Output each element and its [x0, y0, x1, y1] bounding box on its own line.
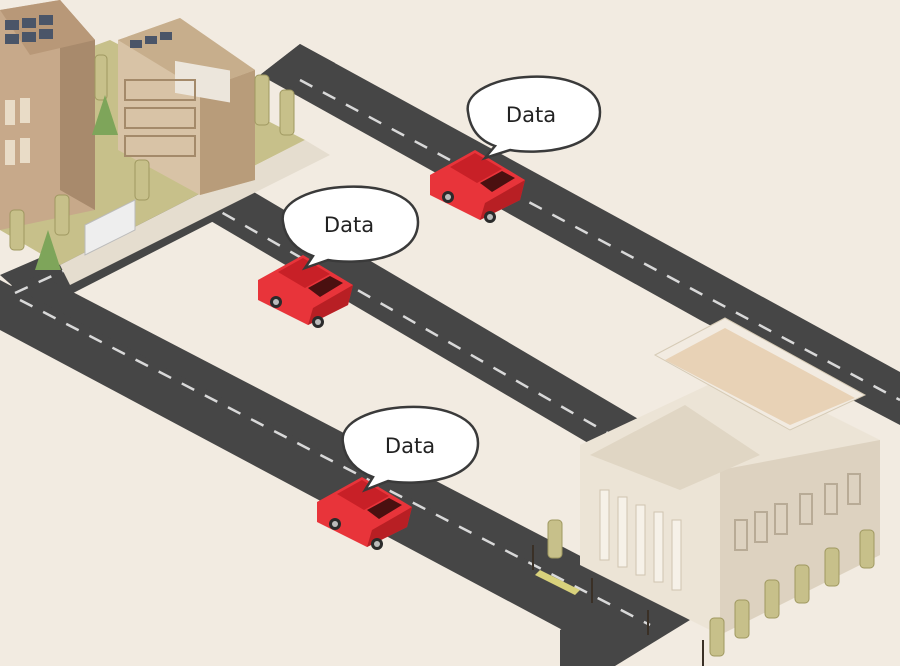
tree-icon	[54, 194, 70, 236]
tree-icon	[859, 529, 875, 569]
tree-icon	[794, 564, 810, 604]
car-icon	[258, 255, 353, 328]
road-middle	[175, 178, 640, 450]
tree-icon	[709, 617, 725, 657]
road-bottom-end	[560, 590, 690, 666]
bubble-label: Data	[506, 103, 556, 127]
apartment-building-icon	[0, 0, 95, 230]
tree-icon	[824, 547, 840, 587]
bubble-label: Data	[385, 434, 435, 458]
road-bottom	[0, 280, 640, 650]
sidewalk	[60, 140, 330, 285]
tree-icon	[734, 599, 750, 639]
speech-bubble-icon: Data	[466, 75, 602, 161]
bench	[535, 570, 580, 595]
lane-marking-middle	[199, 198, 621, 442]
tree-icon	[547, 519, 563, 559]
government-building-icon	[532, 317, 880, 666]
lane-marking-upper	[299, 78, 900, 402]
billboard-icon	[84, 199, 136, 256]
top-left-block	[0, 0, 330, 285]
office-building-icon	[118, 18, 255, 195]
tree-icon	[94, 54, 108, 101]
car-icon	[430, 150, 525, 223]
bubble-label: Data	[324, 213, 374, 237]
car-icon	[317, 477, 412, 550]
tree-icon	[9, 209, 25, 251]
tree-icon	[279, 89, 295, 136]
tree-icon	[764, 579, 780, 619]
pine-tree-icon	[92, 95, 118, 135]
road-upper-link	[260, 44, 335, 90]
tree-icon	[134, 159, 150, 201]
speech-bubble-icon: Data	[341, 405, 480, 493]
tree-icon	[254, 74, 270, 126]
pine-tree-icon	[35, 230, 61, 270]
speech-bubble-icon: Data	[281, 185, 420, 271]
